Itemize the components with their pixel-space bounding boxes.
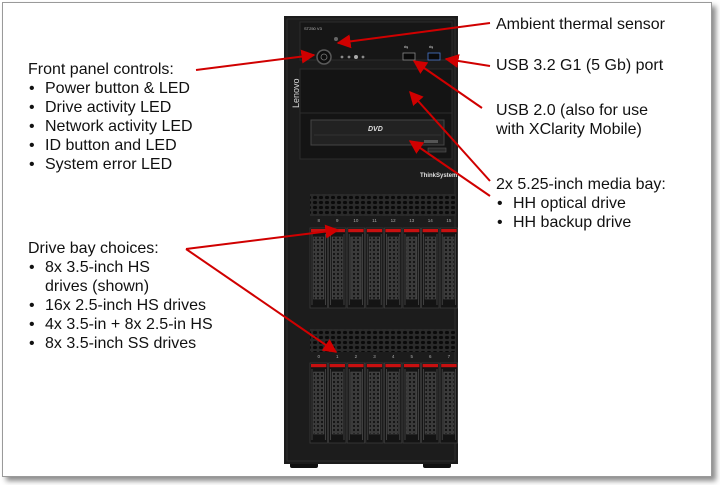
bay-number: 4 (392, 354, 395, 359)
drive-bay-item: 4x 3.5-in + 8x 2.5-in HS (28, 315, 213, 334)
dvd-logo: DVD (368, 126, 383, 133)
drive-release-latch[interactable] (366, 229, 383, 233)
front-panel-item: Network activity LED (28, 117, 193, 136)
drive-release-latch[interactable] (348, 364, 364, 368)
power-button-icon[interactable] (316, 49, 332, 65)
drive-release-latch[interactable] (348, 229, 364, 233)
drive-bay[interactable] (383, 227, 403, 309)
arrow-usb20 (412, 60, 483, 109)
arrow-front-panel (195, 49, 316, 71)
eject-button[interactable] (424, 140, 438, 143)
drive-bay[interactable] (328, 362, 347, 444)
lower-bay-numbers: 0 1 2 3 4 5 6 7 (317, 354, 450, 359)
drive-bay[interactable] (439, 227, 459, 309)
front-panel-title: Front panel controls: (28, 61, 174, 78)
drive-led-icon (340, 55, 344, 59)
drive-bay[interactable] (309, 362, 328, 444)
drive-release-latch[interactable] (385, 364, 401, 368)
drive-bay-item: 8x 3.5-inch SS drives (28, 334, 213, 353)
bay-number: 1 (336, 354, 339, 359)
drive-release-latch[interactable] (311, 229, 327, 233)
drive-bay-callout: Drive bay choices: 8x 3.5-inch HS drives… (28, 239, 213, 353)
drive-bay-title: Drive bay choices: (28, 240, 159, 257)
model-label: ST250 V3 (304, 26, 323, 31)
upper-bay-numbers: 8 9 10 11 12 13 14 15 (317, 218, 451, 223)
bay-number: 5 (410, 354, 413, 359)
bay-number: 11 (372, 218, 377, 223)
media-bay-item: HH backup drive (496, 213, 666, 232)
usb32-label: USB 3.2 G1 (5 Gb) port (496, 57, 664, 74)
arrow-ambient (336, 22, 491, 49)
front-panel-item: Power button & LED (28, 79, 193, 98)
drive-release-latch[interactable] (422, 364, 438, 368)
usb20-port-icon[interactable] (402, 52, 416, 61)
upper-vent-mesh (310, 194, 456, 216)
media-bay-title: 2x 5.25-inch media bay: (496, 176, 666, 193)
bay-number: 12 (391, 218, 397, 223)
bay-number: 13 (409, 218, 415, 223)
arrow-bays-upper (185, 224, 340, 250)
thermal-sensor-icon (334, 37, 338, 41)
drive-bay[interactable] (421, 227, 440, 309)
error-led-icon (361, 55, 365, 59)
bay-number: 14 (428, 218, 434, 223)
drive-bay[interactable] (402, 227, 421, 309)
drive-bay[interactable] (383, 362, 403, 444)
drive-release-latch[interactable] (422, 229, 438, 233)
arrow-media-upper (409, 90, 491, 182)
lower-drive-bays (309, 362, 459, 444)
front-panel-item: System error LED (28, 155, 193, 174)
usb32-port-icon[interactable] (427, 52, 441, 61)
bay-number: 3 (373, 354, 376, 359)
drive-release-latch[interactable] (311, 364, 327, 368)
bay-number: 6 (429, 354, 432, 359)
drive-bay[interactable] (365, 227, 384, 309)
ambient-sensor-label: Ambient thermal sensor (496, 16, 665, 33)
drive-bay[interactable] (365, 362, 384, 444)
front-panel-item: ID button and LED (28, 136, 193, 155)
drive-bay[interactable] (439, 362, 459, 444)
media-bay-callout: 2x 5.25-inch media bay: HH optical drive… (496, 175, 666, 232)
drive-release-latch[interactable] (329, 364, 345, 368)
drive-bay[interactable] (402, 362, 421, 444)
bay-number: 7 (448, 354, 451, 359)
front-panel-item: Drive activity LED (28, 98, 193, 117)
upper-drive-bays (309, 227, 459, 309)
bay-number: 8 (317, 218, 320, 223)
drive-bay-item: 8x 3.5-inch HS drives (shown) (28, 258, 213, 296)
drive-release-latch[interactable] (404, 229, 420, 233)
drive-bay-item: 16x 2.5-inch HS drives (28, 296, 213, 315)
bay-number: 15 (446, 218, 452, 223)
bay-number: 0 (317, 354, 320, 359)
lenovo-logo: Lenovo (291, 78, 301, 108)
id-button-icon[interactable] (354, 55, 358, 59)
thinksystem-logo: ThinkSystem (420, 173, 457, 179)
svg-text:⇆: ⇆ (429, 45, 433, 51)
drive-release-latch[interactable] (441, 229, 457, 233)
drive-release-latch[interactable] (366, 364, 383, 368)
arrow-usb32 (444, 54, 491, 68)
lower-vent-mesh (310, 329, 456, 352)
drive-bay[interactable] (328, 227, 347, 309)
front-panel-callout: Front panel controls: Power button & LED… (28, 60, 193, 174)
drive-bay[interactable] (346, 227, 366, 309)
drive-release-latch[interactable] (404, 364, 420, 368)
arrow-media-lower (408, 140, 491, 197)
media-bay-upper (299, 68, 453, 114)
svg-text:⇆: ⇆ (404, 45, 408, 51)
bay-number: 9 (336, 218, 339, 223)
drive-bay[interactable] (309, 227, 328, 309)
drive-bay[interactable] (346, 362, 366, 444)
drive-bay[interactable] (421, 362, 440, 444)
media-bay-item: HH optical drive (496, 194, 666, 213)
bay-number: 10 (353, 218, 359, 223)
bay-number: 2 (355, 354, 358, 359)
drive-release-latch[interactable] (441, 364, 457, 368)
drive-release-latch[interactable] (385, 229, 401, 233)
usb20-callout: USB 2.0 (also for use with XClarity Mobi… (496, 102, 649, 138)
network-led-icon (347, 55, 351, 59)
